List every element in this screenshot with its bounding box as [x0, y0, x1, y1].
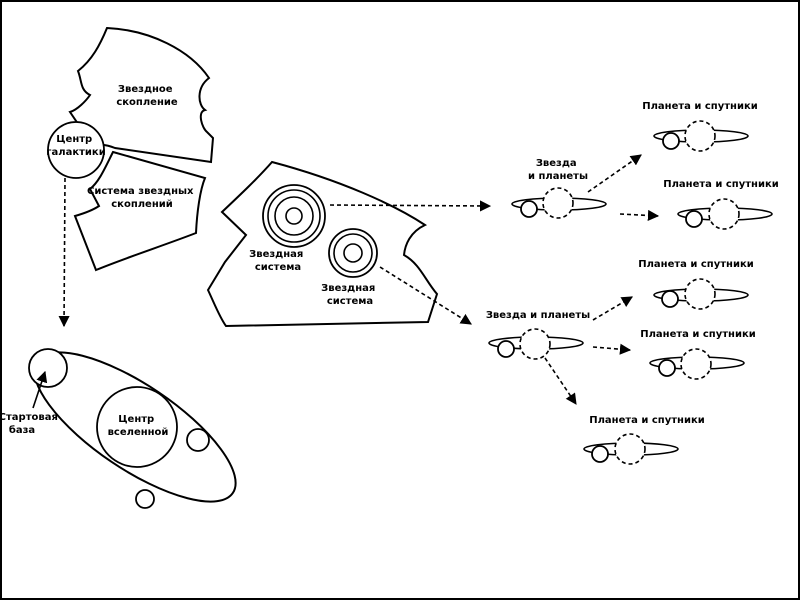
- arrow-system2-to-star-planets: [379, 266, 472, 325]
- star-system-1-label: Звездная система: [249, 249, 307, 273]
- universe-center-circle: [96, 386, 178, 468]
- cluster-system-shape: [73, 150, 207, 272]
- planet-moons-3-label: Планета и спутники: [638, 259, 754, 270]
- arrow-bottom-star-to-planet-5: [544, 357, 577, 405]
- star-system-2-label: Звездная система: [321, 283, 379, 307]
- planet-moons-1: [653, 120, 749, 152]
- planet-moons-4: [649, 348, 745, 380]
- star-planets-top-label: Звезда и планеты: [528, 158, 588, 182]
- start-base-pointer-arrow: [32, 370, 48, 409]
- arrow-bottom-star-to-planet-3: [592, 296, 633, 321]
- start-base-circle: [28, 348, 68, 388]
- star-planets-top: [511, 187, 607, 219]
- star-cluster-shape: [68, 26, 215, 164]
- arrow-top-star-to-planet-2: [619, 209, 660, 222]
- universe-center-label: Центр вселенной: [108, 414, 169, 438]
- star-cluster-label: Звездное скопление: [116, 84, 178, 108]
- star-planets-bottom: [488, 328, 584, 360]
- star-systems-shape: [206, 160, 439, 328]
- start-base-label: Стартовая база: [2, 412, 61, 436]
- outer-planet-circle: [135, 489, 155, 509]
- planet-moons-1-label: Планета и спутники: [642, 101, 758, 112]
- planet-moons-3: [653, 278, 749, 310]
- star-planets-bottom-label: Звезда и планеты: [486, 310, 590, 321]
- star-system-1-icon: [262, 184, 326, 248]
- arrow-system1-to-star-planets: [329, 200, 492, 212]
- arrow-top-star-to-planet-1: [587, 154, 642, 193]
- planet-moons-5-label: Планета и спутники: [589, 415, 705, 426]
- cluster-system-label: Система звездных скоплений: [87, 186, 197, 210]
- orbit-planet-circle: [186, 428, 210, 452]
- arrow-galaxy-to-universe: [58, 177, 70, 328]
- galaxy-center-label: Центр галактики: [46, 134, 105, 158]
- planet-moons-5: [583, 433, 679, 465]
- planet-moons-2-label: Планета и спутники: [663, 179, 779, 190]
- galaxy-center-circle: [47, 121, 105, 179]
- star-system-2-icon: [328, 228, 378, 278]
- planet-moons-2: [677, 198, 773, 230]
- arrow-bottom-star-to-planet-4: [592, 343, 632, 355]
- planet-moons-4-label: Планета и спутники: [640, 329, 756, 340]
